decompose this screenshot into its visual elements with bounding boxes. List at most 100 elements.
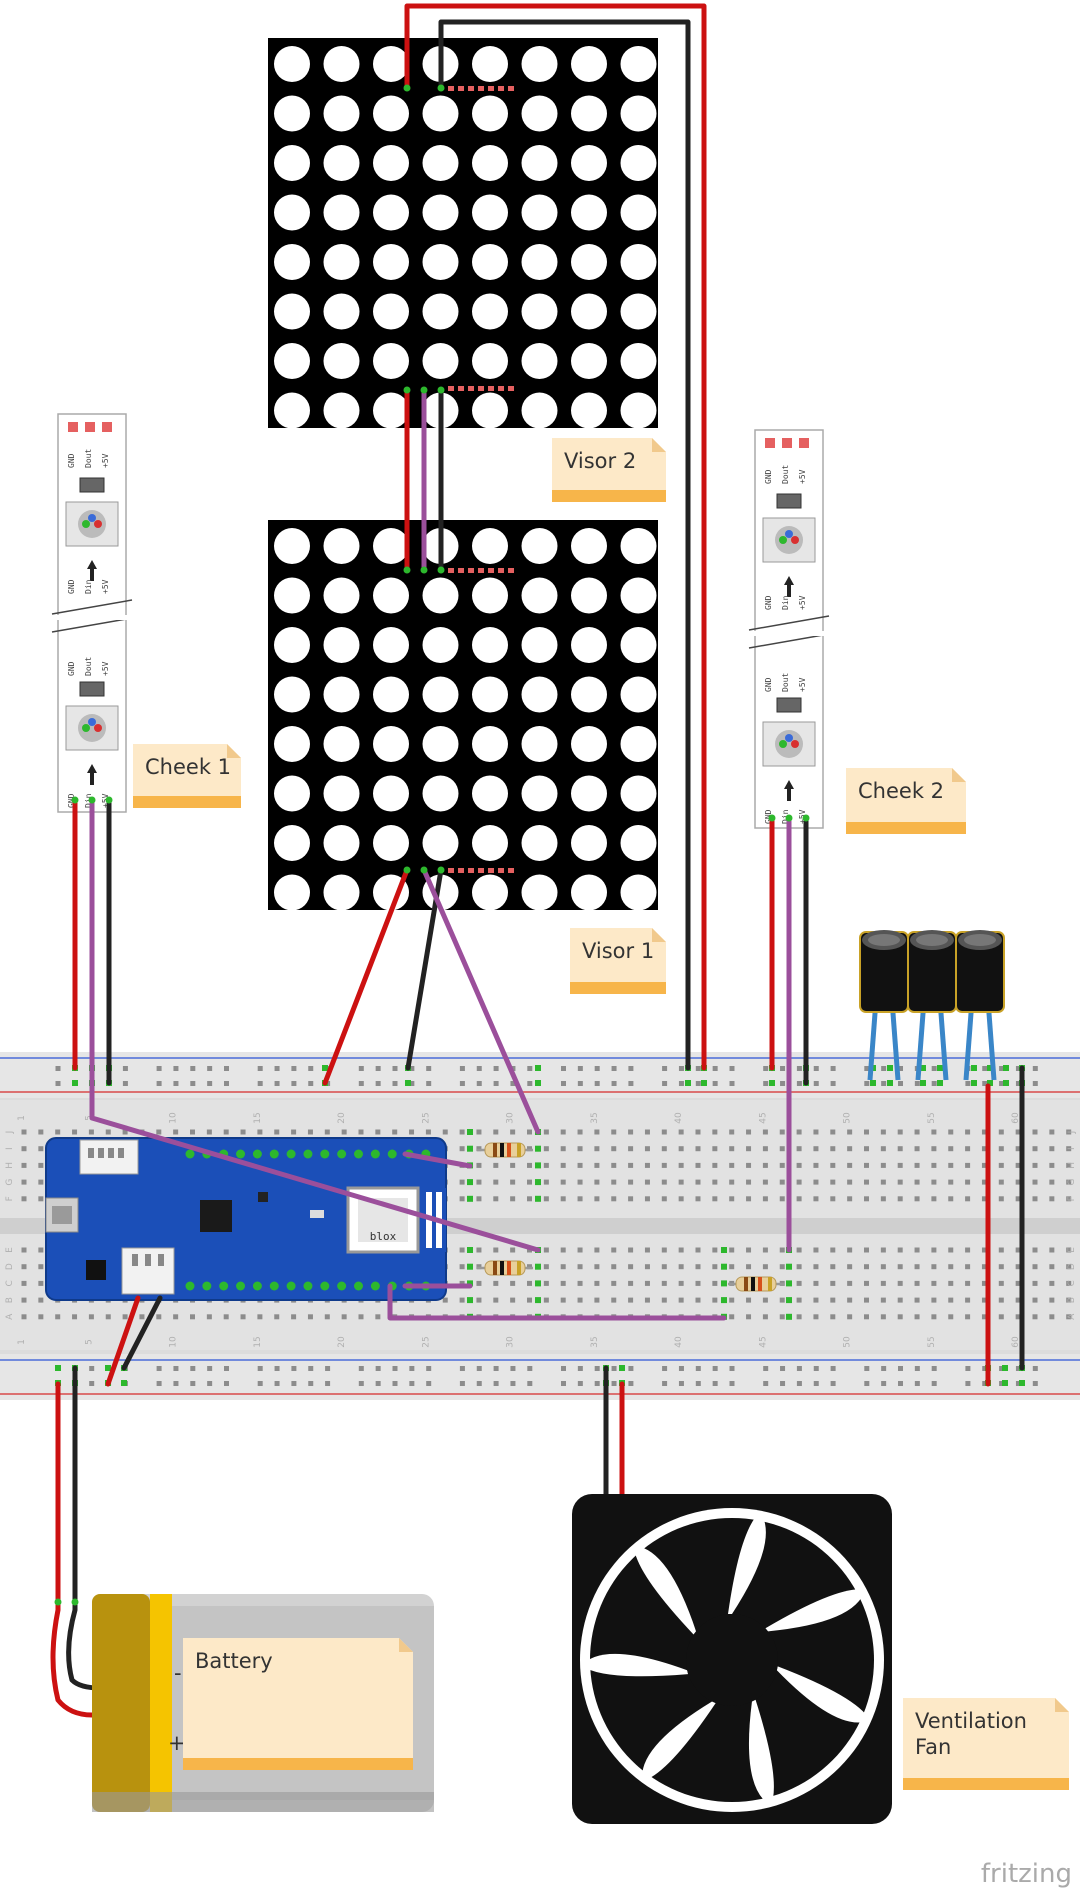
matrix-led (274, 676, 310, 713)
matrix-pin (478, 868, 484, 873)
matrix-led (323, 726, 360, 762)
matrix-led (323, 293, 360, 330)
wire-black-board-battery (121, 1295, 163, 1371)
strip-pin-label: +5V (798, 809, 807, 824)
column-number-bottom: 55 (927, 1336, 937, 1347)
row-letter: J (1067, 1131, 1077, 1135)
note-text: Cheek 1 (145, 755, 231, 779)
matrix-led (323, 627, 360, 663)
strip-pin-label: Dout (84, 657, 93, 676)
row-letter: F (1067, 1196, 1077, 1201)
matrix-led (521, 874, 558, 911)
matrix-led (323, 676, 360, 713)
column-number-top: 25 (421, 1112, 431, 1123)
matrix-pin (468, 568, 474, 573)
matrix-led (620, 676, 657, 713)
matrix-led (274, 343, 310, 379)
matrix-led (274, 775, 310, 812)
note-text: Battery (195, 1649, 273, 1673)
note-visor-2: Visor 2 (552, 438, 666, 502)
matrix-led (422, 726, 459, 762)
matrix-pin (478, 386, 484, 391)
matrix-pin (458, 868, 464, 873)
matrix-led (620, 95, 657, 132)
wire-black-battery (66, 1365, 103, 1691)
matrix-led (274, 627, 310, 663)
matrix-led (472, 528, 508, 564)
matrix-pin (508, 86, 514, 91)
matrix-led (571, 775, 607, 812)
matrix-pin (498, 868, 504, 873)
strip-pin-label: GND (67, 661, 76, 676)
wire-purple-visor1 (421, 867, 541, 1135)
row-letter: J (5, 1131, 15, 1135)
column-number-top: 30 (506, 1112, 516, 1124)
matrix-led (620, 343, 657, 379)
matrix-led (620, 528, 657, 564)
matrix-led (472, 145, 508, 181)
matrix-pin (458, 86, 464, 91)
matrix-led (472, 244, 508, 280)
matrix-led (571, 874, 607, 911)
matrix-led (422, 343, 459, 379)
matrix-led (571, 46, 607, 82)
led-matrix-visor-2 (268, 38, 658, 429)
strip-pin-label: GND (67, 579, 76, 594)
matrix-pin (448, 868, 454, 873)
matrix-led (274, 874, 310, 911)
wire-purple-res1 (402, 1151, 473, 1169)
matrix-pin (508, 386, 514, 391)
strip-pin-label: GND (764, 809, 773, 824)
matrix-led (274, 95, 310, 132)
matrix-led (274, 528, 310, 564)
strip-pin-label: +5V (798, 677, 807, 692)
matrix-led (422, 145, 459, 181)
matrix-led (274, 293, 310, 330)
note-battery: Battery (183, 1638, 413, 1770)
matrix-led (620, 145, 657, 181)
matrix-led (571, 244, 607, 280)
matrix-pin (468, 86, 474, 91)
matrix-led (422, 194, 459, 231)
column-number-top: 15 (253, 1112, 263, 1123)
matrix-led (274, 825, 310, 861)
matrix-led (571, 577, 607, 614)
strip-pin-label: Dout (781, 465, 790, 484)
row-letter: B (5, 1297, 15, 1303)
matrix-led (620, 577, 657, 614)
note-text: Ventilation (915, 1709, 1027, 1733)
matrix-led (373, 194, 409, 231)
matrix-led (571, 145, 607, 181)
matrix-pin (498, 386, 504, 391)
column-number-bottom: 10 (169, 1336, 179, 1348)
wire-black-visor1 (405, 867, 444, 1071)
strip-pin-label: Din (84, 793, 93, 808)
matrix-led (422, 293, 459, 330)
strip-pin-label: Din (781, 595, 790, 610)
matrix-led (274, 392, 310, 429)
matrix-led (323, 244, 360, 280)
matrix-led (373, 775, 409, 812)
strip-pin-label: Din (781, 809, 790, 824)
matrix-pin (488, 868, 494, 873)
row-letter: G (1067, 1179, 1077, 1186)
column-number-bottom: 45 (758, 1336, 768, 1347)
column-number-top: 1 (17, 1115, 27, 1121)
matrix-led (571, 95, 607, 132)
matrix-led (620, 46, 657, 82)
strip-pin-label: GND (764, 469, 773, 484)
column-number-top: 10 (169, 1112, 179, 1124)
note-cheek-2: Cheek 2 (846, 768, 966, 834)
matrix-led (620, 293, 657, 330)
matrix-led (521, 145, 558, 181)
column-number-bottom: 15 (253, 1336, 263, 1347)
matrix-pin (448, 86, 454, 91)
matrix-led (373, 627, 409, 663)
column-number-bottom: 35 (590, 1336, 600, 1347)
matrix-led (323, 775, 360, 812)
row-letter: E (5, 1247, 15, 1253)
